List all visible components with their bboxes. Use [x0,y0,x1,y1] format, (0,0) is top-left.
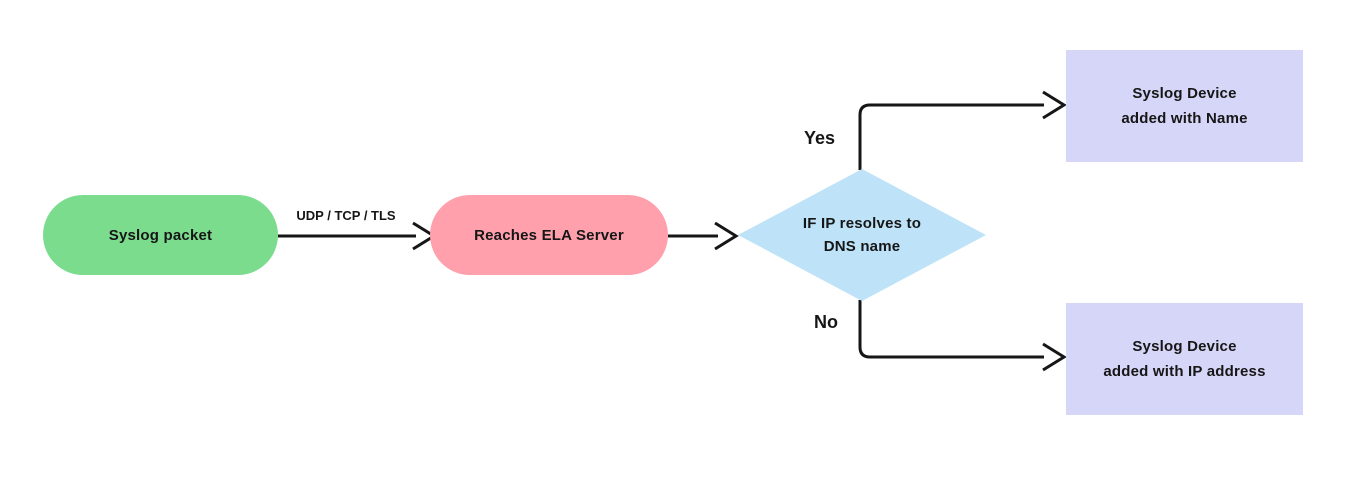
edge-no-line [858,300,1044,359]
outcome-no-line-2: added with IP address [1103,363,1266,380]
arrowhead-icon [1042,342,1067,372]
node-decision-label: IF IP resolves to DNS name [777,212,947,258]
node-outcome-yes-label: Syslog Device added with Name [1121,81,1247,131]
node-outcome-no-label: Syslog Device added with IP address [1103,334,1265,384]
outcome-yes-line-1: Syslog Device [1132,85,1237,102]
decision-line-1: IF IP resolves to [802,215,922,232]
edge-label-no: No [814,312,838,332]
arrowhead-icon [714,221,739,251]
outcome-yes-line-2: added with Name [1121,110,1248,127]
node-outcome-added-with-ip: Syslog Device added with IP address [1066,303,1303,415]
node-reaches-ela-server: Reaches ELA Server [430,195,668,275]
node-outcome-added-with-name: Syslog Device added with Name [1066,50,1303,162]
edge-yes-line [858,103,1044,170]
node-reaches-ela-server-label: Reaches ELA Server [474,226,624,244]
node-syslog-packet-label: Syslog packet [108,226,213,244]
node-syslog-packet: Syslog packet [43,195,278,275]
decision-line-2: DNS name [823,238,901,255]
outcome-no-line-1: Syslog Device [1132,338,1237,355]
arrowhead-icon [1042,90,1067,120]
edge-label-transport: UDP / TCP / TLS [296,208,396,223]
edge-label-yes: Yes [804,128,836,148]
